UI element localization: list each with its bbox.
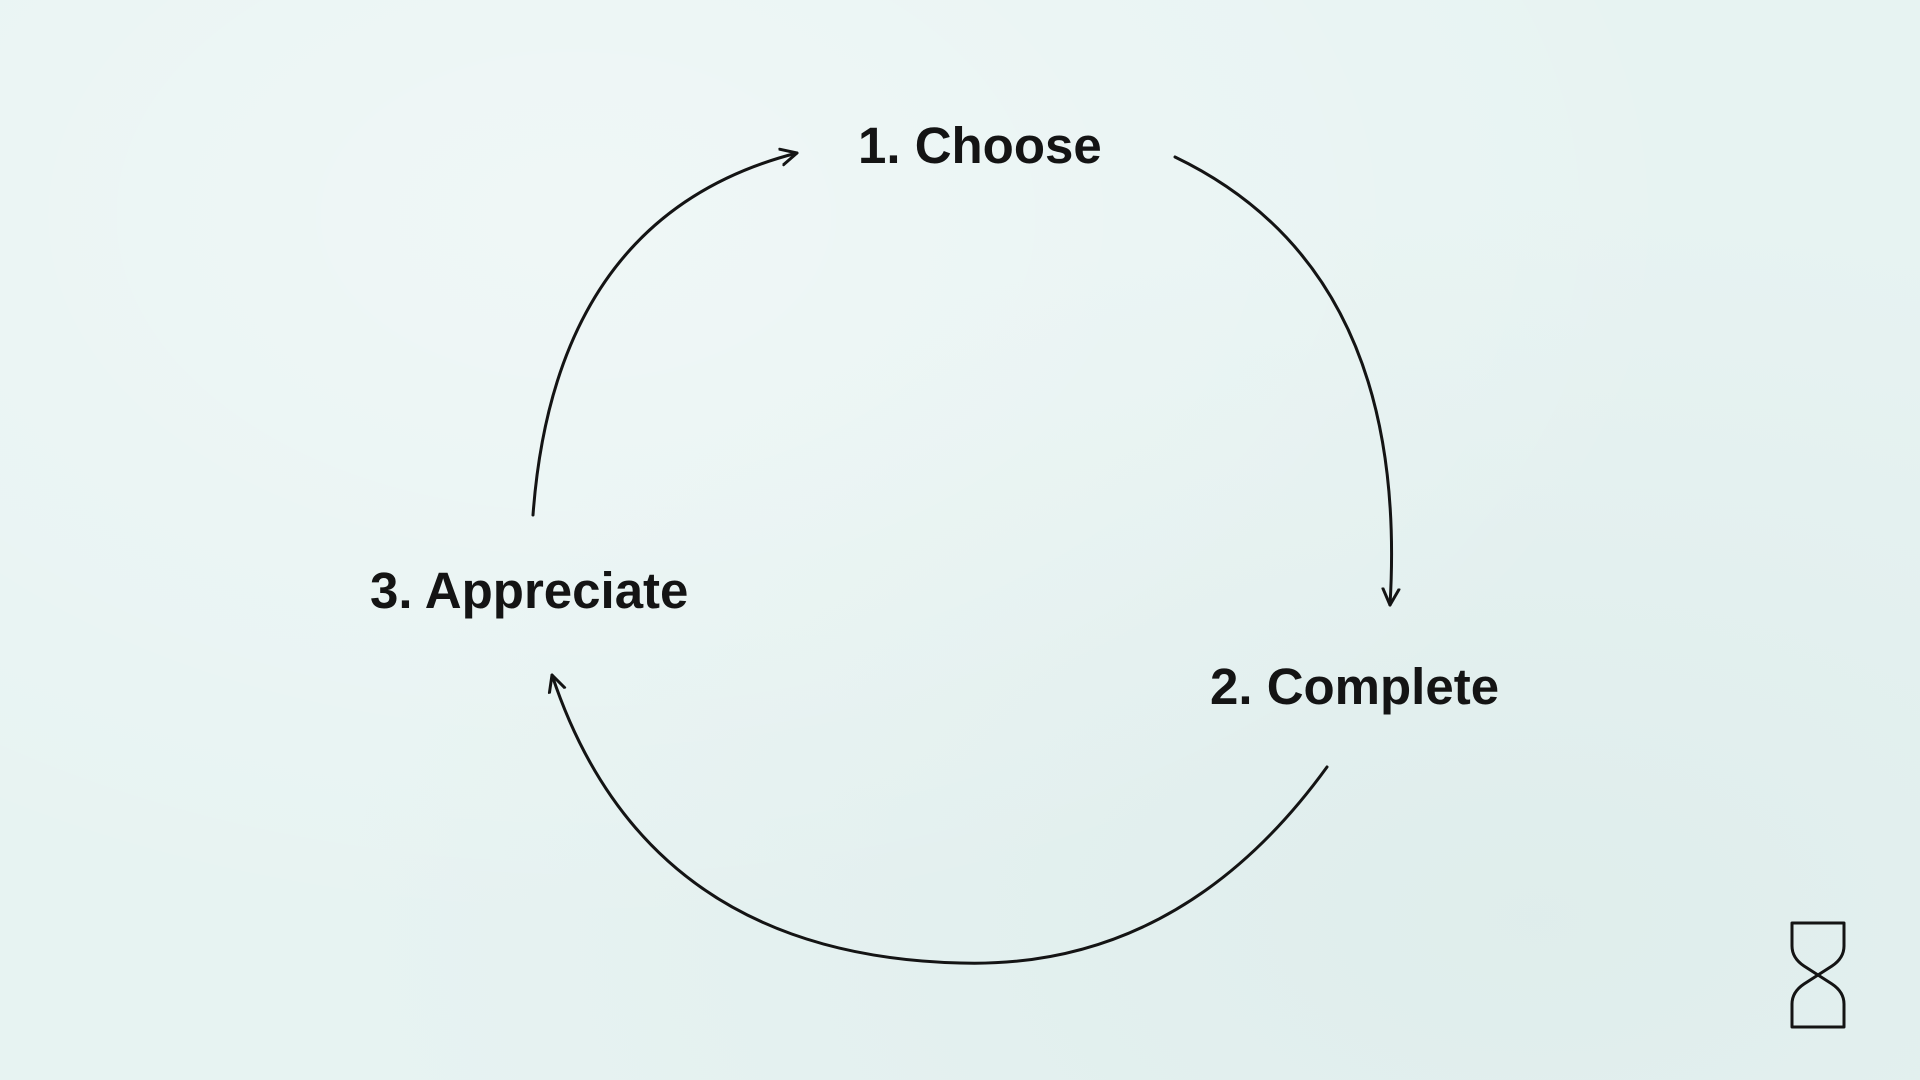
step-label-choose: 1. Choose — [858, 117, 1102, 174]
arrow-choose-to-complete — [1173, 155, 1392, 607]
step-label-complete: 2. Complete — [1210, 658, 1500, 715]
step-label-appreciate: 3. Appreciate — [370, 562, 689, 619]
hourglass-icon — [1790, 921, 1846, 1029]
arrow-complete-to-appreciate — [552, 673, 1329, 965]
arrow-appreciate-to-choose — [531, 153, 799, 517]
